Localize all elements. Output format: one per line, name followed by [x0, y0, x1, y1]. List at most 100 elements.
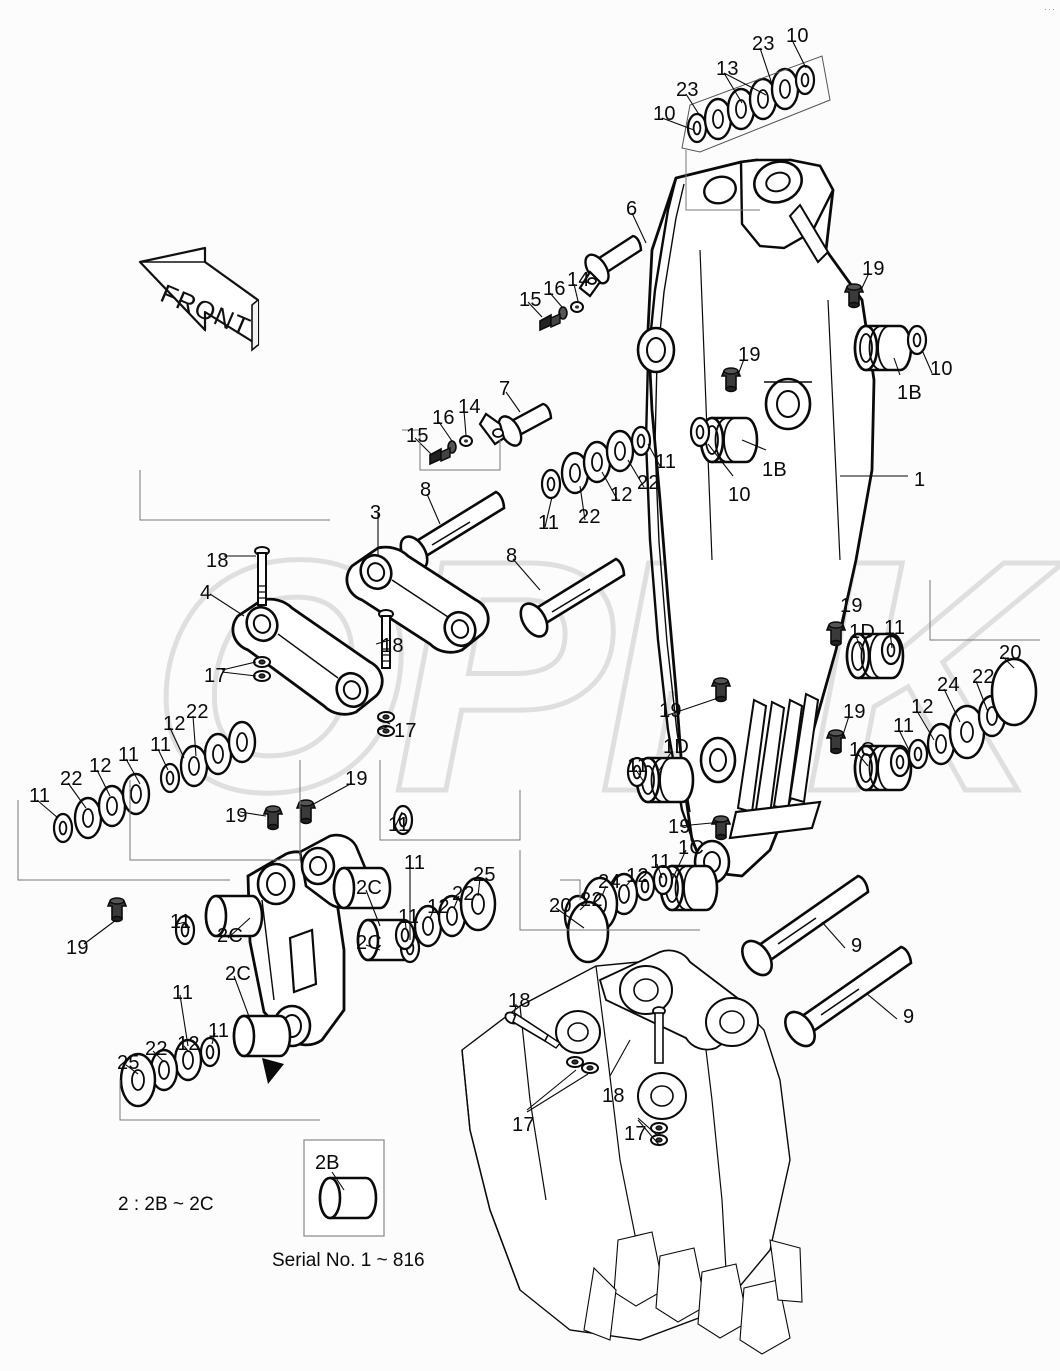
part-callout-24: 24 [598, 871, 621, 893]
part-callout-19: 19 [225, 805, 248, 827]
part-callout-11: 11 [150, 734, 172, 756]
part-callout-1C: 1C [849, 739, 875, 761]
part-callout-11: 11 [29, 785, 51, 807]
grouping-boxes [17, 150, 1040, 1121]
part-callout-2C: 2C [356, 877, 382, 899]
part-callout-12: 12 [163, 713, 186, 735]
part-callout-19: 19 [738, 344, 761, 366]
part-callout-11: 11 [118, 744, 140, 766]
part-callout-10: 10 [786, 25, 809, 47]
pin-8-lower [519, 557, 626, 638]
part-callout-11: 11 [538, 512, 560, 534]
part-callout-17: 17 [204, 665, 227, 687]
part-callout-10: 10 [728, 484, 751, 506]
part-callout-23: 23 [752, 33, 775, 55]
part-callout-13: 13 [716, 58, 739, 80]
part-callout-11: 11 [388, 814, 410, 836]
part-callout-11: 11 [208, 1020, 230, 1042]
part-callout-11: 11 [650, 851, 672, 873]
part-callout-25: 25 [473, 864, 496, 886]
part-callout-25: 25 [117, 1052, 140, 1074]
washer-row-pin7 [540, 425, 652, 500]
part-callout-22: 22 [578, 506, 601, 528]
lower-link-assembly [246, 833, 368, 1084]
part-callout-22: 22 [145, 1038, 168, 1060]
part-callout-24: 24 [937, 674, 960, 696]
part-callout-22: 22 [60, 768, 83, 790]
part-callout-10: 10 [930, 358, 953, 380]
pin-9-upper [741, 874, 870, 977]
part-callout-11: 11 [884, 617, 906, 639]
bushing-1B-upper [853, 324, 928, 372]
front-arrow-icon [138, 246, 260, 352]
pin-8-upper [399, 490, 506, 571]
part-callout-15: 15 [519, 289, 542, 311]
part-callout-22: 22 [186, 701, 209, 723]
part-callout-22: 22 [637, 472, 660, 494]
part-callout-12: 12 [626, 865, 649, 887]
part-callout-19: 19 [345, 768, 368, 790]
bolt-18-link4 [253, 546, 271, 682]
part-callout-11: 11 [655, 451, 677, 473]
part-callout-10: 10 [653, 103, 676, 125]
part-callout-22: 22 [972, 666, 995, 688]
serial-note: Serial No. 1 ~ 816 [272, 1250, 425, 1271]
part-callout-20: 20 [549, 895, 572, 917]
link-3 [345, 545, 490, 654]
part-callout-11: 11 [404, 852, 426, 874]
part-callout-18: 18 [381, 635, 404, 657]
corner-mark: ··· [1044, 4, 1056, 14]
bucket-assembly [461, 949, 803, 1355]
part-callout-9: 9 [851, 935, 863, 957]
part-callout-11: 11 [627, 755, 649, 777]
part-callout-11: 11 [893, 715, 915, 737]
top-washer-stack [681, 55, 831, 153]
part-callout-12: 12 [610, 484, 633, 506]
part-callout-1D: 1D [849, 621, 875, 643]
part-callout-12: 12 [911, 696, 934, 718]
part-callout-14: 14 [567, 269, 590, 291]
part-callout-8: 8 [420, 479, 432, 501]
part-callout-23: 23 [676, 79, 699, 101]
arm-body [636, 158, 876, 885]
leader-lines [36, 39, 1015, 1147]
part-callout-19: 19 [862, 258, 885, 280]
pin-7-assembly [429, 402, 553, 466]
legend-inset-box [303, 1139, 385, 1237]
part-callout-11: 11 [172, 982, 194, 1004]
part-callout-17: 17 [512, 1114, 535, 1136]
part-callout-18: 18 [602, 1085, 625, 1107]
part-callout-1B: 1B [762, 459, 787, 481]
part-callout-8: 8 [506, 545, 518, 567]
part-callout-22: 22 [580, 889, 603, 911]
part-callout-1D: 1D [663, 736, 689, 758]
part-callout-11: 11 [170, 911, 192, 933]
part-callout-7: 7 [499, 378, 511, 400]
part-callout-2C: 2C [356, 932, 382, 954]
part-callout-12: 12 [427, 896, 450, 918]
part-callout-19: 19 [659, 700, 682, 722]
part-callout-16: 16 [432, 407, 455, 429]
legend-inset-label: 2B [315, 1152, 340, 1174]
part-callout-2C: 2C [225, 963, 251, 985]
part-callout-1B: 1B [897, 382, 922, 404]
part-callout-12: 12 [177, 1033, 200, 1055]
part-callout-4: 4 [200, 582, 212, 604]
part-callout-17: 17 [394, 720, 417, 742]
pin-9-lower [784, 945, 913, 1048]
bushing-1C-right [853, 657, 1038, 792]
bolt-18-link3 [377, 609, 395, 737]
part-callout-9: 9 [903, 1006, 915, 1028]
part-callout-6: 6 [626, 198, 638, 220]
part-callout-19: 19 [66, 937, 89, 959]
part-callout-12: 12 [89, 755, 112, 777]
part-callout-18: 18 [206, 550, 229, 572]
part-callout-17: 17 [624, 1123, 647, 1145]
link-4 [231, 597, 384, 716]
part-callout-22: 22 [452, 883, 475, 905]
part-callout-11: 11 [398, 906, 420, 928]
part-callout-19: 19 [668, 816, 691, 838]
part-callout-14: 14 [458, 396, 481, 418]
